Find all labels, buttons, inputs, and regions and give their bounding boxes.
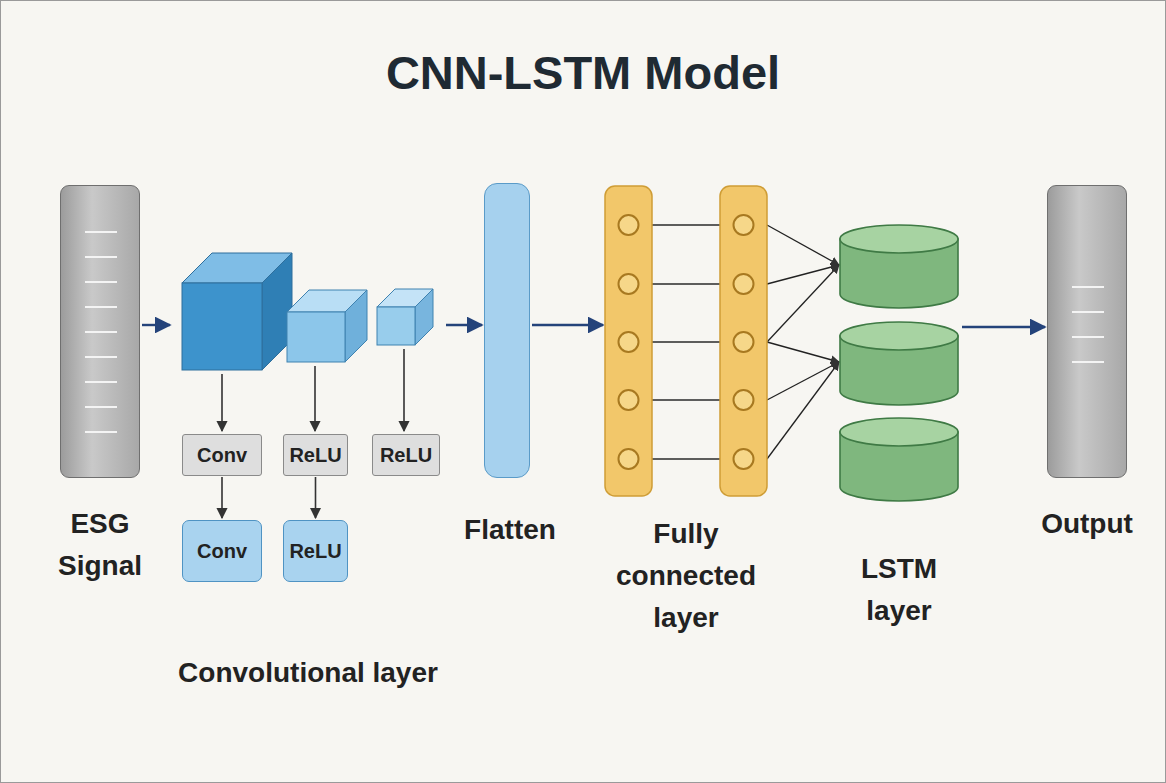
bar-line bbox=[85, 331, 117, 333]
layer-node: Flatten bbox=[456, 183, 564, 553]
bar-line bbox=[1072, 336, 1104, 338]
bar-line bbox=[85, 356, 117, 358]
layer-node: Convolutional layerConvReLUReLUConvReLU bbox=[172, 250, 444, 735]
connector bbox=[142, 325, 170, 326]
layer-node: ESG Signal bbox=[40, 185, 160, 600]
layer-label: Flatten bbox=[456, 509, 564, 551]
feature-cube bbox=[182, 253, 292, 370]
layer-label: Output bbox=[1028, 503, 1146, 545]
dense-layer-illustration bbox=[598, 185, 774, 497]
operation-output-box: ReLU bbox=[283, 520, 348, 582]
layer-node: LSTM layer bbox=[830, 215, 968, 625]
box-label: Conv bbox=[197, 444, 247, 467]
operation-output-box: Conv bbox=[182, 520, 262, 582]
connector bbox=[222, 477, 223, 518]
bar-line bbox=[85, 406, 117, 408]
box-label: ReLU bbox=[380, 444, 432, 467]
layer-label: ESG Signal bbox=[40, 503, 160, 587]
layer-node: Output bbox=[1028, 185, 1146, 585]
layer-label: Convolutional layer bbox=[172, 652, 444, 694]
connector bbox=[446, 325, 482, 326]
bar-line bbox=[85, 381, 117, 383]
feature-cube bbox=[287, 290, 367, 362]
box-label: ReLU bbox=[289, 540, 341, 563]
operation-box: ReLU bbox=[283, 434, 348, 476]
diagram-title: CNN-LSTM Model bbox=[0, 45, 1166, 100]
operation-box: ReLU bbox=[372, 434, 440, 476]
bar-line bbox=[1072, 286, 1104, 288]
bar-line bbox=[85, 231, 117, 233]
bar-line bbox=[1072, 311, 1104, 313]
connector bbox=[962, 327, 1045, 328]
layer-label: Fully connected layer bbox=[598, 513, 774, 639]
lstm-cells bbox=[830, 215, 968, 505]
layer-node: Fully connected layer bbox=[598, 185, 774, 635]
feature-cube bbox=[377, 289, 433, 345]
flatten-bar bbox=[484, 183, 530, 478]
box-label: Conv bbox=[197, 540, 247, 563]
leader-arrow bbox=[222, 349, 404, 431]
box-label: ReLU bbox=[289, 444, 341, 467]
signal-bar bbox=[60, 185, 140, 478]
bar-line bbox=[1072, 361, 1104, 363]
connector bbox=[532, 325, 603, 326]
signal-bar bbox=[1047, 185, 1127, 478]
connector bbox=[315, 477, 316, 518]
connector bbox=[767, 225, 839, 459]
layer-label: LSTM layer bbox=[830, 548, 968, 632]
bar-line bbox=[85, 256, 117, 258]
bar-line bbox=[85, 306, 117, 308]
bar-line bbox=[85, 281, 117, 283]
operation-box: Conv bbox=[182, 434, 262, 476]
bar-line bbox=[85, 431, 117, 433]
